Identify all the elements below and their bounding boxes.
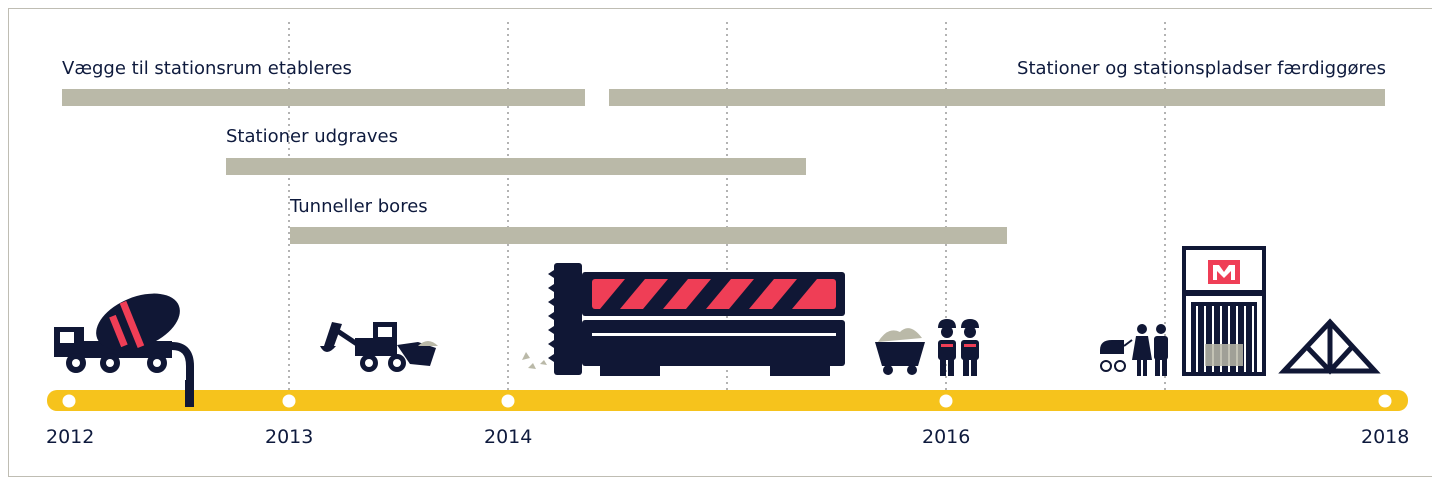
year-marker-2016 (939, 394, 953, 408)
tunnel-boring-machine-icon (522, 263, 845, 376)
family-with-stroller-icon (1100, 324, 1168, 376)
excavator-icon (320, 322, 438, 372)
timeline-axis (47, 390, 1408, 411)
task-label-tunnels: Tunneller bores (290, 196, 428, 217)
year-marker-2018 (1378, 394, 1392, 408)
year-label-2012: 2012 (46, 426, 95, 448)
gridlines (288, 22, 1166, 395)
mixer-chute (185, 380, 194, 407)
metro-station-icon (1182, 246, 1266, 376)
year-marker-2014 (501, 394, 515, 408)
construction-workers-icon (938, 319, 979, 376)
task-bar-tunnels (290, 227, 1007, 244)
year-marker-2012 (62, 394, 76, 408)
task-bar-stations-finished (609, 89, 1385, 106)
task-label-walls: Vægge til stationsrum etableres (62, 58, 352, 79)
year-label-2016: 2016 (922, 426, 971, 448)
year-label-2018: 2018 (1361, 426, 1410, 448)
mine-cart-icon (875, 328, 925, 375)
roof-frame-icon (1278, 318, 1381, 375)
axis-markers (62, 394, 1392, 408)
cement-mixer-truck-icon (54, 293, 194, 406)
year-label-2013: 2013 (265, 426, 314, 448)
task-bar-walls (62, 89, 585, 106)
year-marker-2013 (282, 394, 296, 408)
task-label-stations-finished: Stationer og stationspladser færdiggøres (1017, 58, 1386, 79)
task-bar-stations-excavated (226, 158, 806, 175)
year-label-2014: 2014 (484, 426, 533, 448)
task-label-stations-excavated: Stationer udgraves (226, 126, 398, 147)
diagram-frame (8, 8, 1432, 477)
